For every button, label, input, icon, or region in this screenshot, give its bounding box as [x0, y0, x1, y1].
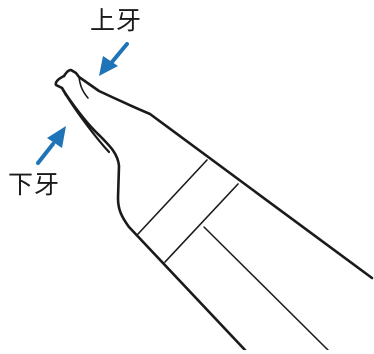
band-line-1: [137, 159, 208, 235]
upper-jaw-outline: [62, 68, 374, 280]
upper-jaw-arrow: [99, 42, 129, 76]
body-groove-line: [203, 226, 329, 351]
lower-jaw-outline: [60, 86, 247, 352]
tip-inner-edge: [78, 76, 89, 99]
upper-jaw-label: 上牙: [90, 6, 143, 35]
lower-jaw-arrow: [36, 126, 66, 165]
lower-jaw-label: 下牙: [8, 170, 61, 199]
band-line-2: [164, 183, 239, 263]
jaw-tip-notch: [54, 74, 68, 97]
